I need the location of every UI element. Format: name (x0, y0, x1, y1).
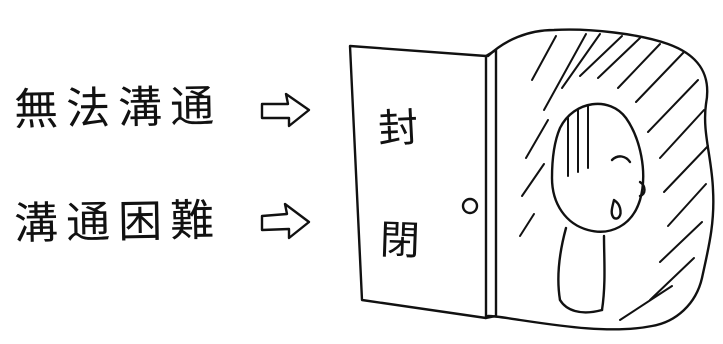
door-label-char-2: 閉 (379, 217, 421, 265)
right-arrow-icon (260, 202, 311, 240)
phrase-communication-difficult: 溝通困難 (13, 195, 223, 250)
door-icon (348, 44, 498, 320)
dark-room-shape (486, 28, 715, 331)
door-label-char-1: 封 (377, 104, 420, 154)
phrase-cannot-communicate: 無法溝通 (13, 81, 223, 136)
right-arrow-icon (260, 92, 311, 128)
shadow-hatching (519, 33, 709, 321)
crying-person-icon (550, 102, 646, 314)
